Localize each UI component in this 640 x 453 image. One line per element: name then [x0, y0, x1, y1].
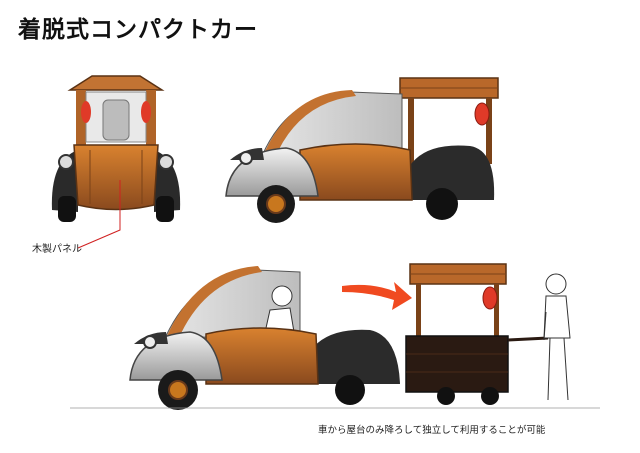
side-view-detached-stall — [70, 263, 600, 410]
detachable-stall-caption: 車から屋台のみ降ろして独立して利用することが可能 — [318, 425, 546, 436]
wood-panel-callout-label: 木製パネル — [32, 244, 82, 255]
side-view-car-with-stall — [225, 77, 499, 223]
front-view-car — [51, 75, 181, 249]
page-title: 着脱式コンパクトカー — [18, 17, 258, 43]
